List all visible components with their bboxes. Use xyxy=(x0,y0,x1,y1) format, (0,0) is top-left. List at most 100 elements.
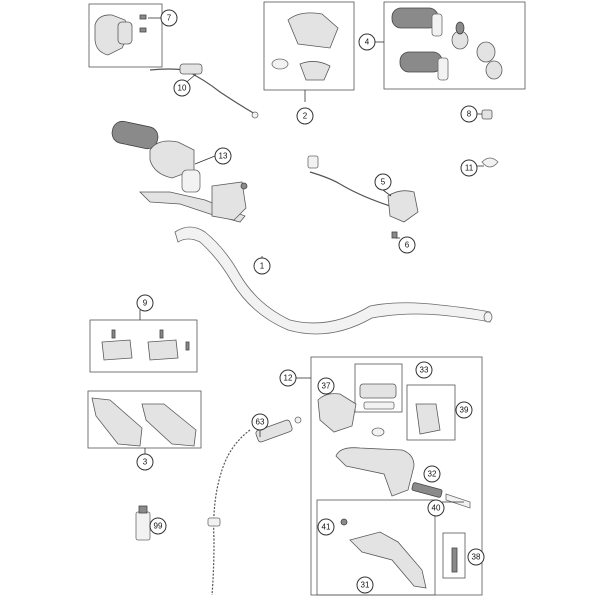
callout-8: 8 xyxy=(460,105,478,123)
reservoir-cap-gasket xyxy=(371,427,385,437)
grip-ring xyxy=(455,21,465,35)
callout-39: 39 xyxy=(455,401,473,419)
handguard-left xyxy=(91,397,143,447)
lever-housing xyxy=(317,393,357,433)
callout-5: 5 xyxy=(374,173,392,191)
callout-4: 4 xyxy=(358,33,376,51)
svg-text:10: 10 xyxy=(178,84,187,93)
callout-2: 2 xyxy=(296,107,314,125)
lever-perch xyxy=(211,181,247,221)
svg-text:99: 99 xyxy=(154,522,163,531)
callout-6: 6 xyxy=(398,236,416,254)
switch-cover-bracket xyxy=(299,61,331,81)
lever-pin xyxy=(340,518,348,526)
box-reservoir-cover xyxy=(354,363,403,413)
box-throttle-housing xyxy=(88,3,163,68)
callout-3: 3 xyxy=(136,453,154,471)
switch-housing xyxy=(287,12,339,49)
grip-ring xyxy=(485,60,503,80)
grip-collar xyxy=(437,57,449,81)
screw xyxy=(139,14,147,20)
callout-13: 13 xyxy=(214,147,232,165)
svg-text:31: 31 xyxy=(361,581,370,590)
box-grips xyxy=(383,1,526,90)
kill-switch xyxy=(387,190,419,223)
handlebar xyxy=(174,226,491,335)
reservoir-cover xyxy=(359,383,397,399)
cable-end xyxy=(294,416,302,424)
clutch-cable xyxy=(211,429,251,596)
callout-10: 10 xyxy=(173,79,191,97)
svg-text:3: 3 xyxy=(143,458,148,467)
box-switch-cover xyxy=(263,1,355,91)
throttle-grip xyxy=(111,120,159,150)
cable-sleeve xyxy=(207,517,221,527)
throttle-housing-half xyxy=(117,21,133,45)
reservoir-membrane xyxy=(363,401,395,410)
callout-99: 99 xyxy=(149,517,167,535)
throttle-cable-adjuster xyxy=(179,63,203,75)
svg-text:32: 32 xyxy=(428,470,437,479)
handguard-right xyxy=(141,403,197,447)
svg-text:12: 12 xyxy=(284,374,293,383)
callout-9: 9 xyxy=(136,294,154,312)
svg-text:8: 8 xyxy=(467,110,472,119)
svg-text:11: 11 xyxy=(465,164,474,173)
cable-adjuster xyxy=(255,419,293,443)
grip-left xyxy=(391,7,439,29)
adjuster-screw xyxy=(451,547,458,573)
callout-41: 41 xyxy=(317,518,335,536)
callout-63: 63 xyxy=(251,413,269,431)
clamp-bolt xyxy=(185,341,190,351)
box-clamps xyxy=(89,319,198,373)
o-ring xyxy=(271,58,289,70)
svg-text:13: 13 xyxy=(219,152,228,161)
callout-12: 12 xyxy=(279,369,297,387)
box-lever xyxy=(316,499,436,596)
throttle-cable xyxy=(149,68,256,115)
clamp-bolt xyxy=(159,329,164,339)
callout-37: 37 xyxy=(317,377,335,395)
leader-line xyxy=(382,189,392,197)
callout-11: 11 xyxy=(460,159,478,177)
callout-1: 1 xyxy=(253,257,271,275)
switch-wire xyxy=(309,171,391,207)
svg-text:1: 1 xyxy=(260,262,265,271)
svg-text:9: 9 xyxy=(143,299,148,308)
perch-bolt xyxy=(240,182,248,190)
wire-connector xyxy=(307,155,319,169)
screw xyxy=(139,27,147,33)
clip-part xyxy=(481,109,493,120)
grip-right xyxy=(399,51,443,73)
svg-text:2: 2 xyxy=(303,112,308,121)
svg-text:41: 41 xyxy=(322,523,331,532)
svg-text:4: 4 xyxy=(365,38,370,47)
handlebar-clamp xyxy=(101,339,133,361)
handlebar-end xyxy=(483,311,493,323)
throttle-tube-ring xyxy=(476,41,496,63)
leader-line xyxy=(194,155,216,165)
fluid-bottle-cap xyxy=(138,505,148,514)
svg-text:37: 37 xyxy=(322,382,331,391)
cable-nipple xyxy=(251,111,259,119)
master-cylinder xyxy=(335,447,415,497)
svg-text:39: 39 xyxy=(460,406,469,415)
return-spring xyxy=(445,493,471,509)
clamp-bolt xyxy=(111,329,116,339)
clutch-lever xyxy=(349,531,427,589)
grip-collar xyxy=(431,13,443,37)
piston xyxy=(411,482,443,498)
svg-text:7: 7 xyxy=(167,14,172,23)
callout-7: 7 xyxy=(160,9,178,27)
callout-40: 40 xyxy=(427,499,445,517)
svg-text:5: 5 xyxy=(381,178,386,187)
svg-text:33: 33 xyxy=(420,366,429,375)
handlebar-clamp xyxy=(147,339,179,361)
callout-32: 32 xyxy=(423,465,441,483)
box-handguards xyxy=(87,390,202,449)
throttle-body xyxy=(181,169,201,193)
svg-text:38: 38 xyxy=(472,553,481,562)
box-fitting xyxy=(406,384,456,441)
callout-33: 33 xyxy=(415,361,433,379)
